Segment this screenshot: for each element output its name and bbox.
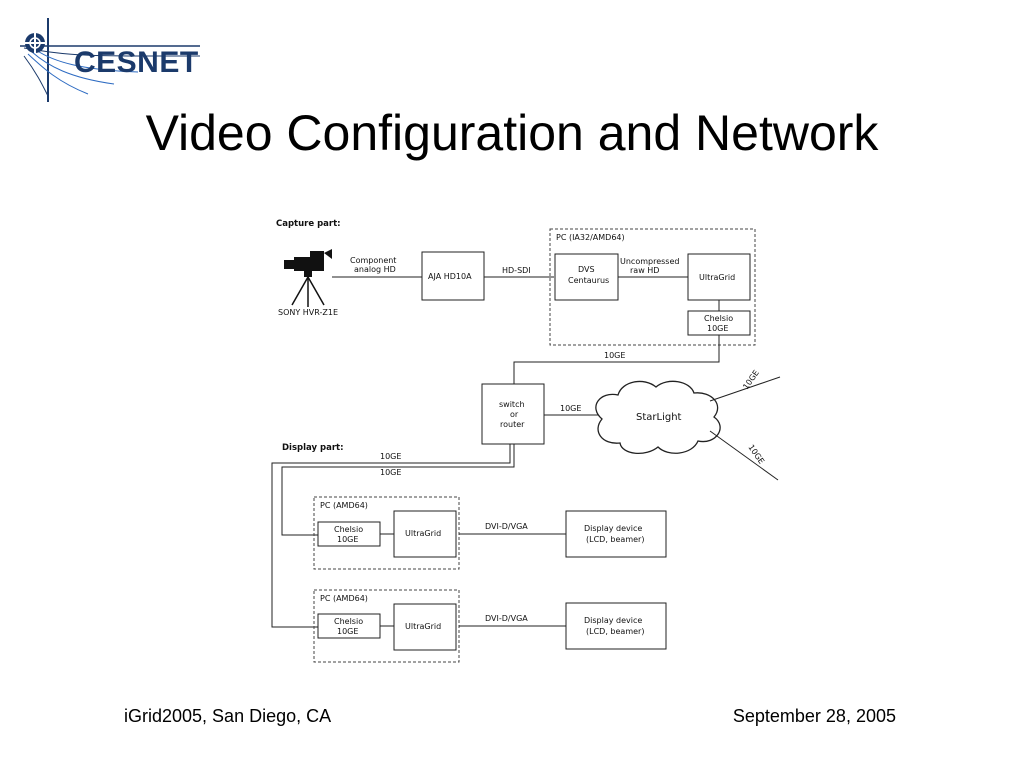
switch-line1: switch bbox=[499, 400, 525, 409]
pc-display2-label: PC (AMD64) bbox=[320, 594, 368, 603]
aja-label: AJA HD10A bbox=[428, 272, 472, 281]
display-device2-line2: (LCD, beamer) bbox=[586, 627, 644, 636]
switch-box bbox=[481, 383, 545, 445]
capture-section-label: Capture part: bbox=[276, 219, 341, 229]
cesnet-logo-icon bbox=[20, 18, 200, 102]
link-uncompressed-line1: Uncompressed bbox=[620, 257, 679, 266]
link-component-line2: analog HD bbox=[354, 265, 396, 274]
chelsio-display1-line1: Chelsio bbox=[334, 525, 363, 534]
ultragrid-display2-label: UltraGrid bbox=[405, 622, 441, 631]
starlight-label: StarLight bbox=[636, 412, 682, 423]
network-diagram: Capture part: SONY HVR-Z1E Component ana… bbox=[270, 205, 790, 675]
link-dvi1-label: DVI-D/VGA bbox=[485, 522, 528, 531]
link-component-line1: Component bbox=[350, 256, 396, 265]
pc-display1-group bbox=[313, 496, 460, 570]
video-camera-icon bbox=[284, 249, 332, 307]
dvs-line1: DVS bbox=[578, 265, 595, 274]
chelsio-capture-line1: Chelsio bbox=[704, 314, 733, 323]
starlight-out2-label: 10GE bbox=[746, 443, 766, 466]
display-section-label: Display part: bbox=[282, 443, 343, 453]
chelsio-display1-line2: 10GE bbox=[337, 535, 358, 544]
footer-date: September 28, 2005 bbox=[732, 706, 896, 726]
switch-line2: or bbox=[510, 410, 519, 419]
link-10ge-capture bbox=[513, 335, 720, 384]
chelsio-display2-line1: Chelsio bbox=[334, 617, 363, 626]
link-dvi2-label: DVI-D/VGA bbox=[485, 614, 528, 623]
chelsio-capture-line2: 10GE bbox=[707, 324, 728, 333]
display-device2-line1: Display device bbox=[584, 616, 642, 625]
starlight-out1-label: 10GE bbox=[741, 368, 761, 391]
ultragrid-capture-label: UltraGrid bbox=[699, 273, 735, 282]
dvs-box bbox=[554, 253, 619, 301]
chelsio-display1-box bbox=[317, 521, 381, 547]
switch-line3: router bbox=[500, 420, 525, 429]
aja-box bbox=[421, 251, 485, 301]
display-device1-box bbox=[565, 510, 667, 558]
pc-display1-label: PC (AMD64) bbox=[320, 501, 368, 510]
link-10ge-starlight-label: 10GE bbox=[560, 404, 581, 413]
display-device1-line2: (LCD, beamer) bbox=[586, 535, 644, 544]
chelsio-display2-line2: 10GE bbox=[337, 627, 358, 636]
link-10ge-display2-label: 10GE bbox=[380, 468, 401, 477]
link-10ge-display2 bbox=[271, 444, 511, 628]
display-device1-line1: Display device bbox=[584, 524, 642, 533]
display-device2-box bbox=[565, 602, 667, 650]
camera-name: SONY HVR-Z1E bbox=[278, 308, 338, 317]
link-10ge-display1-label: 10GE bbox=[380, 452, 401, 461]
pc-capture-group bbox=[549, 228, 756, 346]
link-10ge-capture-label: 10GE bbox=[604, 351, 625, 360]
ultragrid-display1-box bbox=[393, 510, 457, 558]
slide-title: Video Configuration and Network bbox=[145, 105, 879, 161]
ultragrid-display2-box bbox=[393, 603, 457, 651]
link-hdsdi-label: HD-SDI bbox=[502, 266, 531, 275]
dvs-line2: Centaurus bbox=[568, 276, 609, 285]
pc-capture-label: PC (IA32/AMD64) bbox=[556, 233, 625, 242]
starlight-cloud bbox=[595, 380, 721, 454]
footer-event: iGrid2005, San Diego, CA bbox=[124, 706, 332, 726]
link-uncompressed-line2: raw HD bbox=[630, 266, 659, 275]
cesnet-logo: CESNET bbox=[18, 18, 208, 104]
logo-text: CESNET bbox=[74, 46, 199, 79]
link-10ge-display1 bbox=[281, 444, 515, 536]
ultragrid-display1-label: UltraGrid bbox=[405, 529, 441, 538]
ultragrid-capture-box bbox=[687, 253, 751, 301]
